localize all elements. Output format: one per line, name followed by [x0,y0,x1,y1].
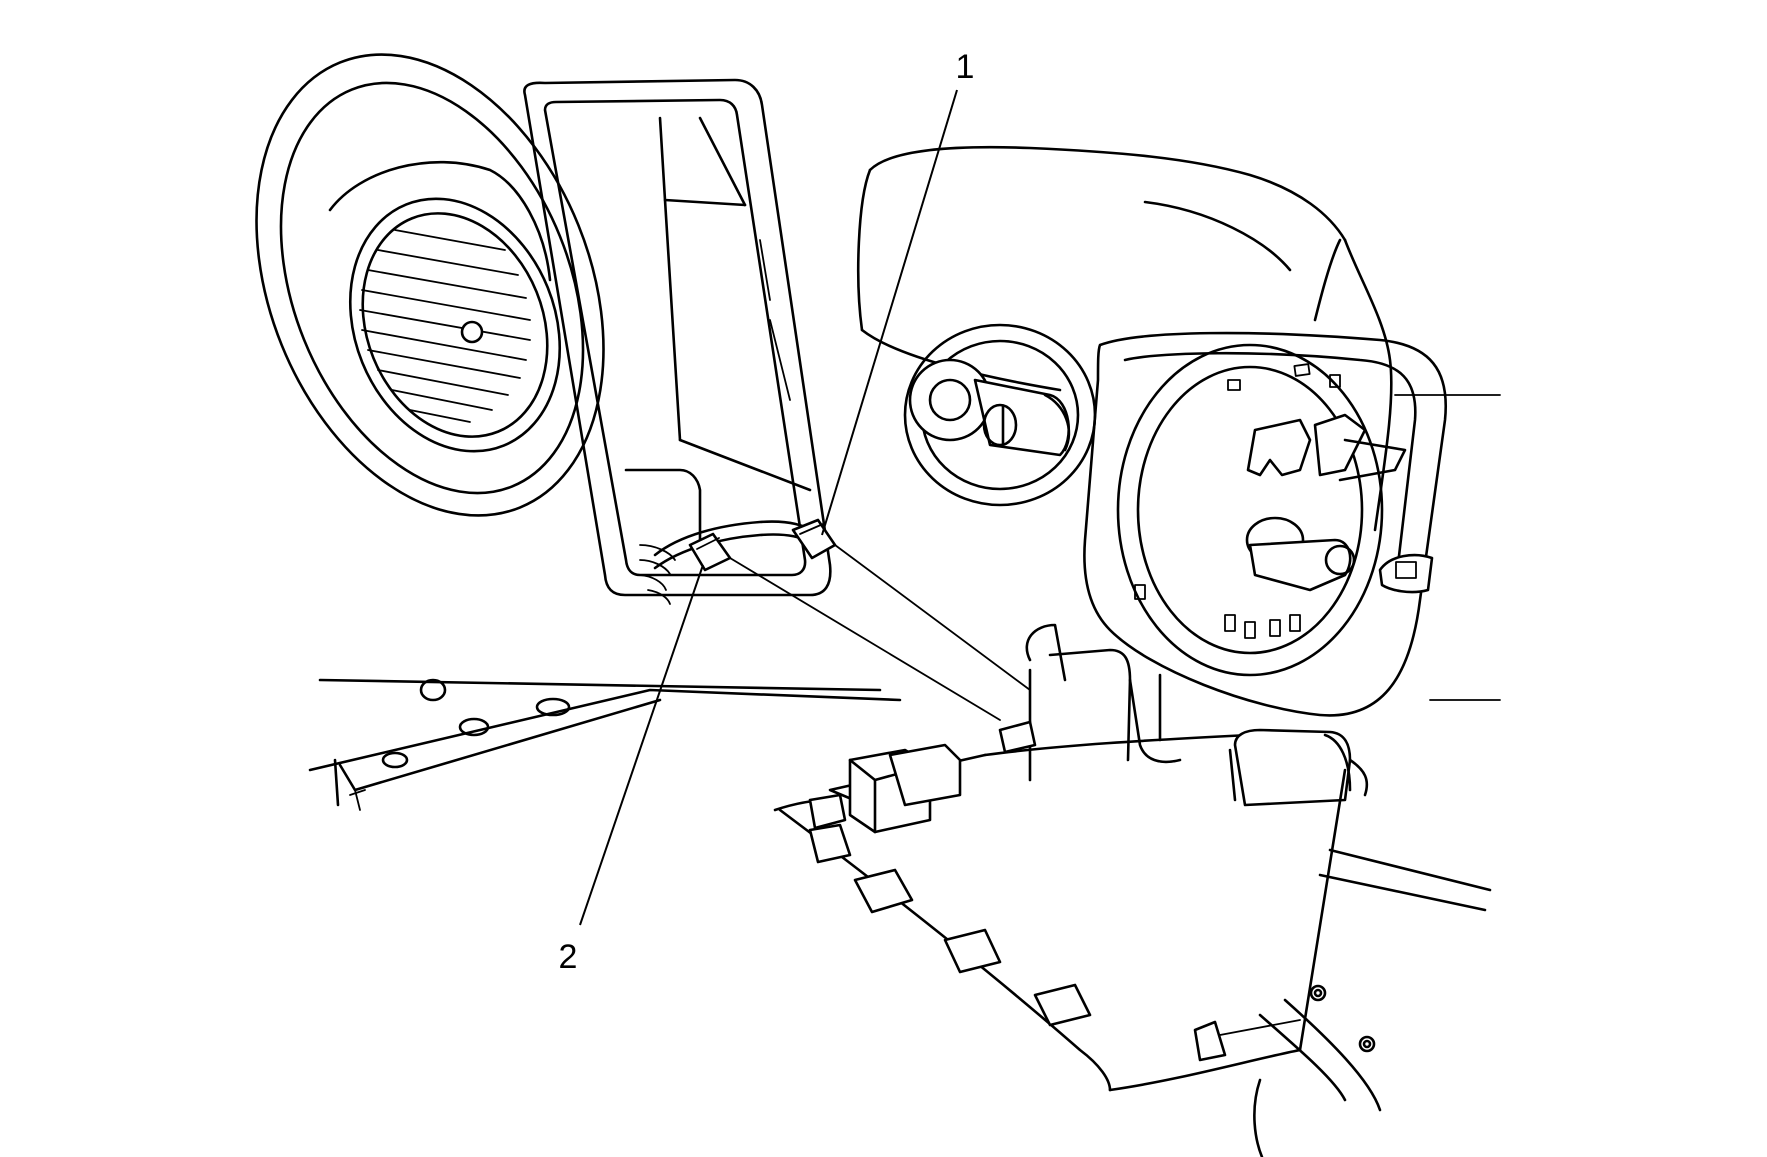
ignition-lock-cylinder [903,323,1097,507]
leader-line-1 [821,89,958,536]
floor-bracket [1253,848,1492,1157]
callout-number-1: 1 [956,48,975,86]
callout-number-2: 2 [559,938,578,976]
callout-leaders [579,89,958,926]
wiring-harness [639,518,1031,721]
trim-panel [523,78,832,597]
column-face [1083,331,1448,717]
vent-louvers [359,229,531,423]
vent-knob [460,320,484,344]
column-side-clip [1378,553,1434,594]
lower-bracket [308,678,902,811]
shroud-clips [853,868,1227,1062]
clock-spring-tabs [1134,363,1341,639]
air-vent [255,53,605,517]
switch-connector-cluster [808,720,1037,864]
leader-line-2 [579,564,704,926]
